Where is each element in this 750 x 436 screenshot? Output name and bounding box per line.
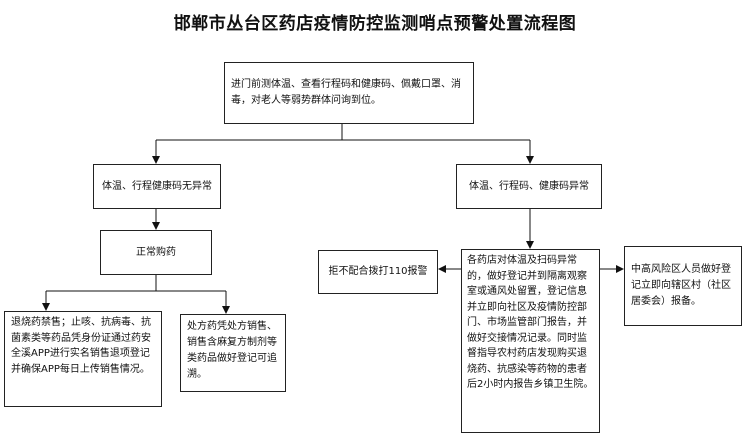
- pharmacy-handling-box: 各药店对体温及扫码异常的，做好登记并到隔离观察室或通风处留置，登记信息并立即向社…: [461, 249, 600, 433]
- risk-area-box: 中高风险区人员做好登记立即向辖区村（社区居委会）报备。: [624, 246, 742, 326]
- page-title: 邯郸市丛台区药店疫情防控监测哨点预警处置流程图: [173, 14, 577, 34]
- restricted-sales-text: 退烧药禁售；止咳、抗病毒、抗菌素类等药品凭身份证通过药安全溪APP进行实名销售退…: [11, 317, 151, 375]
- restricted-sales-box: 退烧药禁售；止咳、抗病毒、抗菌素类等药品凭身份证通过药安全溪APP进行实名销售退…: [4, 311, 162, 407]
- abnormal-branch-box: 体温、行程码、健康码异常: [456, 164, 602, 209]
- refuse-police-text: 拒不配合拨打110报警: [328, 266, 428, 277]
- pharmacy-handling-text: 各药店对体温及扫码异常的，做好登记并到隔离观察室或通风处留置，登记信息并立即向社…: [467, 255, 594, 390]
- abnormal-branch-text: 体温、行程码、健康码异常: [469, 180, 589, 192]
- refuse-police-box: 拒不配合拨打110报警: [318, 250, 438, 294]
- prescription-box: 处方药凭处方销售、销售含麻复方制剂等类药品做好登记可追溯。: [180, 314, 286, 392]
- risk-area-text: 中高风险区人员做好登记立即向辖区村（社区居委会）报备。: [631, 264, 731, 307]
- prescription-text: 处方药凭处方销售、销售含麻复方制剂等类药品做好登记可追溯。: [187, 321, 277, 380]
- normal-branch-text: 体温、行程健康码无异常: [102, 180, 212, 192]
- normal-purchase-text: 正常购药: [136, 246, 176, 258]
- entry-check-box: 进门前测体温、查看行程码和健康码、佩戴口罩、消毒，对老人等弱势群体问询到位。: [224, 62, 474, 124]
- normal-branch-box: 体温、行程健康码无异常: [93, 164, 221, 209]
- normal-purchase-box: 正常购药: [100, 230, 212, 275]
- entry-check-text: 进门前测体温、查看行程码和健康码、佩戴口罩、消毒，对老人等弱势群体问询到位。: [231, 79, 461, 106]
